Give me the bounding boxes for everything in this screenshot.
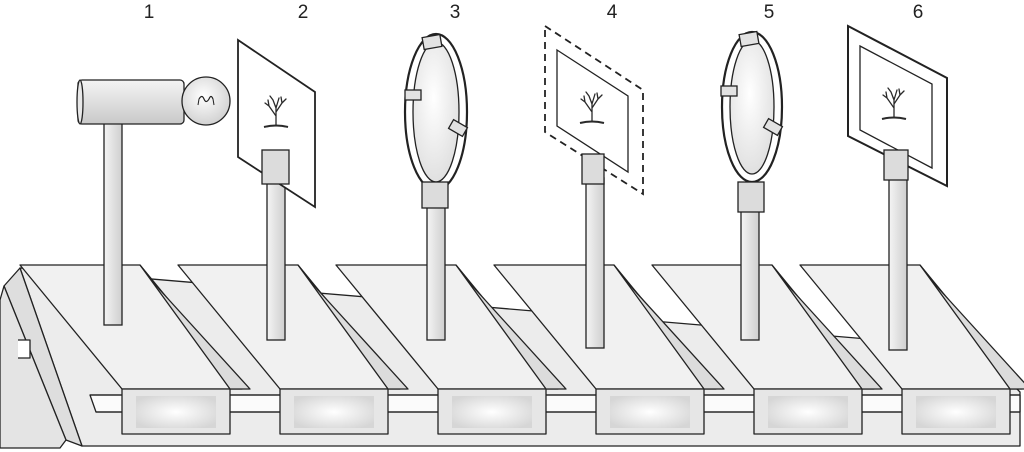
carriage-3 [335, 264, 567, 435]
label-1: 1 [143, 2, 155, 23]
lens-5 [720, 30, 784, 341]
carriage-1 [19, 264, 251, 435]
label-2: 2 [297, 2, 309, 23]
intermediate-image-4 [544, 24, 644, 349]
carriage-5 [651, 264, 883, 435]
carriage-4 [493, 264, 725, 435]
object-picture-holder [237, 38, 316, 341]
light-source-lamp [76, 76, 231, 326]
label-6: 6 [912, 2, 924, 23]
carriage-2 [177, 264, 409, 435]
screen-image-6 [847, 24, 948, 351]
carriage-6 [799, 264, 1024, 435]
label-4: 4 [606, 2, 618, 23]
label-5: 5 [763, 2, 775, 23]
label-3: 3 [449, 2, 461, 23]
lens-3 [403, 32, 469, 341]
